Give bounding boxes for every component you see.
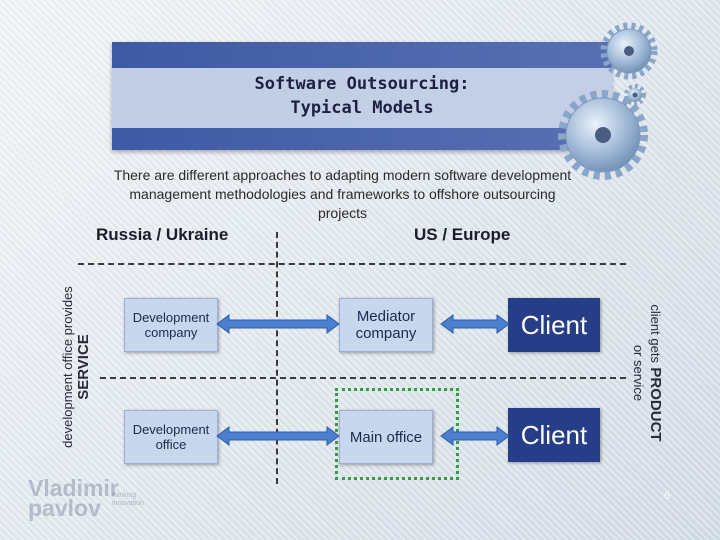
region-label-right: US / Europe (414, 225, 511, 244)
tiny-gear-icon (624, 84, 646, 106)
double-arrow-icon (216, 314, 340, 334)
left-axis-big: SERVICE (75, 334, 92, 400)
logo-tagline-line2: innovation (112, 500, 144, 507)
node-development-office: Development office (124, 410, 218, 464)
node-label: Mediator company (355, 308, 417, 342)
right-axis-big: PRODUCT (647, 367, 664, 442)
right-axis-line1: client gets PRODUCT (646, 298, 664, 448)
node-label: Development office (132, 422, 210, 452)
node-main-office: Main office (339, 410, 433, 464)
logo-tagline: thinking innovation (112, 492, 144, 508)
logo: Vladimir pavlov (28, 475, 119, 521)
logo-tagline-line1: thinking (112, 492, 137, 499)
node-mediator-company: Mediator company (339, 298, 433, 352)
left-axis-label: development office provides SERVICE (60, 272, 100, 462)
double-arrow-icon (440, 426, 510, 446)
double-arrow-icon (216, 426, 340, 446)
logo-line1: Vladimir (28, 475, 119, 501)
large-gear-icon (558, 90, 648, 180)
node-development-company: Development company (124, 298, 218, 352)
small-gear-icon (600, 22, 658, 80)
top-divider (78, 263, 626, 265)
right-axis-small: client gets (648, 304, 663, 363)
gears-icon (558, 22, 658, 180)
page-number: 6 (664, 490, 671, 502)
node-label: Client (520, 419, 588, 450)
right-axis-line2: or service (631, 344, 646, 402)
node-label: Development company (132, 310, 210, 340)
node-client-bottom: Client (508, 408, 600, 462)
region-divider (276, 232, 278, 484)
double-arrow-icon (440, 314, 510, 334)
logo-line2: pavlov (28, 495, 101, 521)
slide-title: Software Outsourcing: Typical Models (254, 74, 470, 118)
title-band (112, 68, 612, 128)
left-axis-small: development office provides (60, 286, 75, 448)
right-axis-label: client gets PRODUCT or service (624, 298, 664, 448)
node-client-top: Client (508, 298, 600, 352)
node-label: Main office (349, 428, 423, 446)
node-label: Client (520, 309, 588, 340)
title-banner: Software Outsourcing: Typical Models (112, 42, 612, 150)
intro-text: There are different approaches to adapti… (113, 167, 572, 221)
middle-divider (100, 377, 626, 379)
region-label-left: Russia / Ukraine (96, 225, 229, 244)
